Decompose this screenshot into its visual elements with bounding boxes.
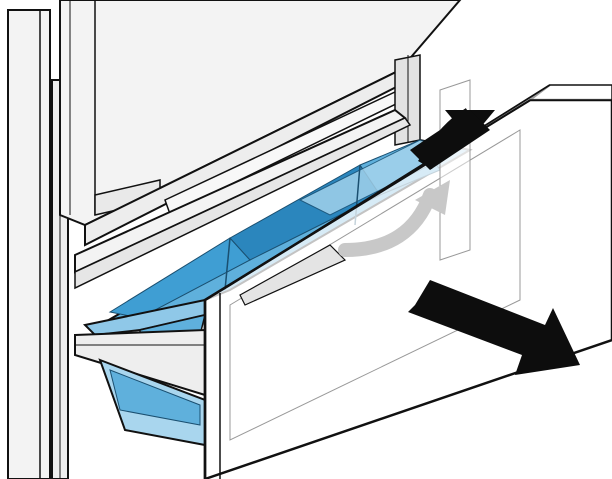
- back-rail: [74, 54, 421, 290]
- arrow-right-down-icon: [408, 280, 580, 375]
- drawer-body-lower: [74, 328, 206, 447]
- curved-arrow-up-icon: [410, 108, 495, 170]
- drawer-tub: [96, 138, 473, 326]
- curved-arrow-icon: [338, 180, 450, 257]
- drawer-front-door: [203, 79, 612, 479]
- upper-cabinet: [59, 0, 462, 227]
